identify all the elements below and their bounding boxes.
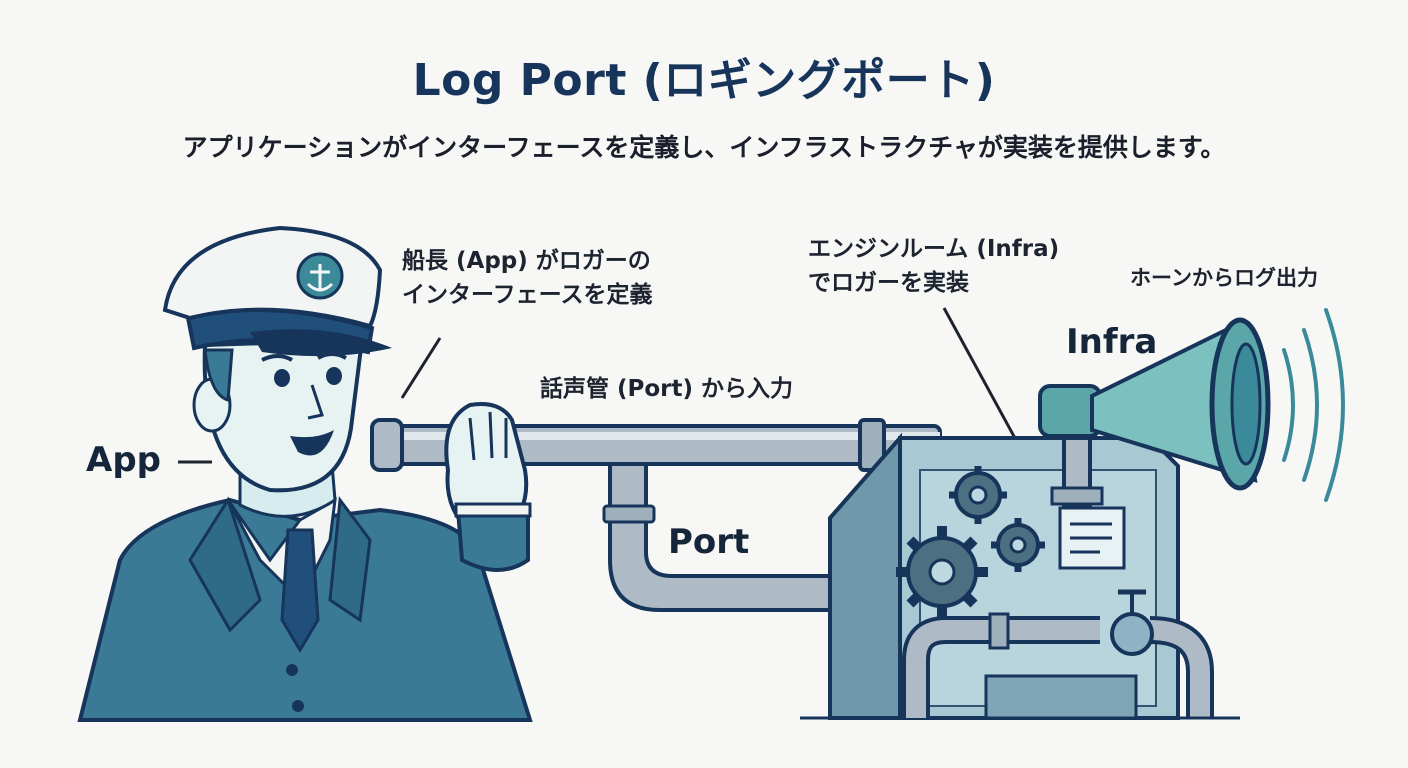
captain-hair xyxy=(203,348,234,402)
left-lapel xyxy=(188,496,262,633)
small-gear-icon xyxy=(949,466,1007,524)
page-subtitle: アプリケーションがインターフェースを定義し、インフラストラクチャが実装を提供しま… xyxy=(182,133,1226,162)
cap-visor xyxy=(250,329,392,357)
app-label: App xyxy=(86,440,161,480)
right-lapel xyxy=(328,496,372,623)
engine-caption: エンジンルーム (Infra) でロガーを実装 xyxy=(808,232,1059,300)
tube-mouthpiece xyxy=(370,418,404,472)
captain-caption-line-1: 船長 (App) がロガーの xyxy=(402,248,651,274)
tube-highlight xyxy=(380,432,940,440)
left-eyebrow xyxy=(261,354,293,362)
horn-icon xyxy=(1038,317,1271,491)
small-gear-icon xyxy=(991,518,1045,572)
left-eye xyxy=(274,369,290,387)
shirt-cuff xyxy=(454,502,532,518)
horn-stand-base xyxy=(1050,486,1104,506)
tie-icon xyxy=(280,528,320,653)
tube-ring xyxy=(602,504,656,524)
captain-figure xyxy=(77,225,533,722)
engine-tank xyxy=(984,674,1138,720)
captain-cap xyxy=(162,225,383,329)
captain-nose xyxy=(307,384,324,420)
hand-fingers xyxy=(468,411,508,461)
sound-wave-icon xyxy=(1302,328,1319,482)
log-document-icon xyxy=(1058,506,1126,570)
large-gear-icon xyxy=(896,526,988,618)
captain-leader-line xyxy=(400,337,442,399)
right-eye xyxy=(326,367,342,385)
captain-mouth xyxy=(290,430,334,456)
captain-caption-line-2: インターフェースを定義 xyxy=(402,282,653,308)
captain-caption: 船長 (App) がロガーの インターフェースを定義 xyxy=(402,244,652,312)
page-title: Log Port (ロギングポート) xyxy=(412,55,996,106)
horn-caption: ホーンからログ出力 xyxy=(1130,266,1318,290)
sound-wave-icon xyxy=(1324,308,1345,502)
port-label: Port xyxy=(668,522,750,562)
engine-pipe-ring xyxy=(988,612,1010,650)
engine-pipe xyxy=(1149,620,1210,718)
engine-caption-line-1: エンジンルーム (Infra) xyxy=(808,236,1060,262)
horn-mouth-inner xyxy=(1230,342,1262,466)
engine-room xyxy=(800,432,1240,720)
sound-wave-icon xyxy=(1282,348,1295,462)
jacket-button-icon xyxy=(286,664,298,676)
infra-label: Infra xyxy=(1066,322,1158,362)
valve-icon xyxy=(1110,612,1154,656)
speaking-tube-caption: 話声管 (Port) から入力 xyxy=(540,376,794,402)
anchor-icon-glyph xyxy=(306,264,334,292)
jacket-button-icon xyxy=(292,700,304,712)
engine-side xyxy=(828,432,902,720)
jacket-sleeve xyxy=(455,508,530,572)
engine-pipe xyxy=(906,620,1100,718)
engine-caption-line-2: でロガーを実装 xyxy=(808,270,969,296)
